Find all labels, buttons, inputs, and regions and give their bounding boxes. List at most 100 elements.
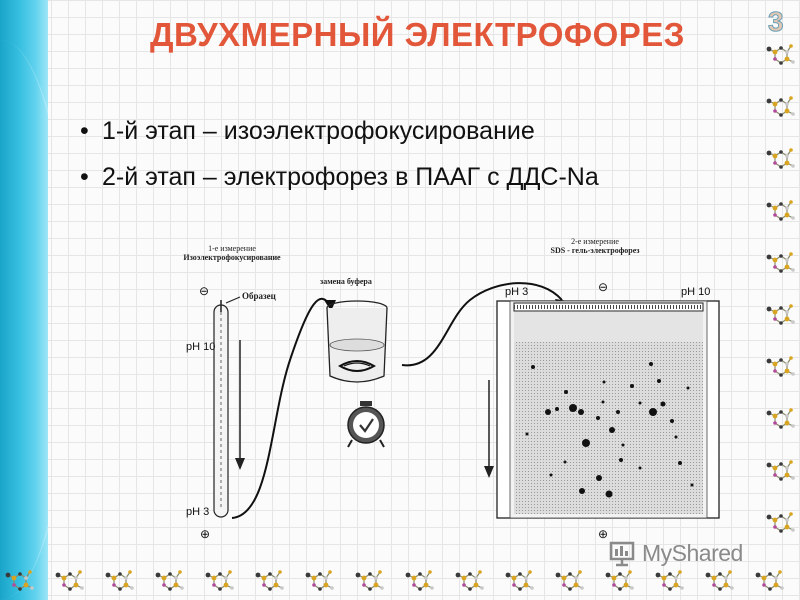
watermark-text: MyShared [642,539,743,566]
first-dimension-title: 1-е измерение [208,244,256,253]
bullet-dot: • [80,163,89,191]
molecule-icon [755,570,784,591]
protein-spot [596,416,600,420]
protein-spot [630,384,634,388]
first-dimension-subtitle: Изоэлектрофокусирование [183,253,281,262]
protein-spot [531,365,535,369]
left-decorative-band [0,0,48,600]
second-dimension-title: 2-е измерение [571,237,619,246]
down-arrow-left [235,340,245,470]
protein-spot [649,362,653,366]
protein-spot [619,458,623,462]
ph-10-label-left: pH 10 [186,341,216,353]
protein-spot [563,460,567,464]
protein-spots [525,362,694,498]
minus-electrode-right: ⊖ [598,280,609,294]
slide-number: 3 [768,6,785,38]
stopwatch-icon [347,401,385,448]
protein-spot [660,401,666,407]
bullet-text: 1-й этап – изоэлектрофокусирование [102,117,535,145]
protein-spot [686,386,690,390]
protein-spot [621,443,625,447]
protein-spot [670,419,674,423]
molecule-icon [766,460,795,481]
molecule-icon [655,570,684,591]
ph-10-label-right: pH 10 [681,286,711,298]
molecule-icon [405,570,434,591]
minus-electrode-left: ⊖ [199,284,210,298]
molecule-icon [766,44,795,65]
protein-spot [616,410,620,414]
molecule-icon [305,570,334,591]
protein-spot [564,390,568,394]
protein-spot [545,409,551,415]
protein-spot [638,401,642,405]
down-arrow-right [484,380,494,478]
protein-spot [649,408,657,416]
protein-spot [601,400,605,404]
sds-gel [496,300,720,519]
buffer-exchange-label: замена буфера [320,277,372,286]
protein-spot [555,407,559,411]
beaker-icon [326,300,388,383]
molecule-icon [205,570,234,591]
molecule-icons [5,570,784,591]
protein-spot [549,473,553,477]
bullet-item: • 2-й этап – электрофорез в ПААГ с ДДС-Na [80,154,599,200]
molecule-icon [766,96,795,117]
molecule-icon [705,570,734,591]
protein-spot [657,379,661,383]
protein-spot [638,466,642,470]
protein-spot [678,461,682,465]
bullet-dot: • [80,117,89,145]
molecule-decoration-right [766,44,795,533]
first-dimension-heading: 1-е измерение Изоэлектрофокусирование [170,244,294,262]
bullet-item: • 1-й этап – изоэлектрофокусирование [80,108,599,154]
bullet-text: 2-й этап – электрофорез в ПААГ с ДДС-Na [102,163,599,191]
plus-electrode-right: ⊕ [598,527,609,541]
slide-title: ДВУХМЕРНЫЙ ЭЛЕКТРОФОРЕЗ [150,16,685,53]
transfer-arrow-1 [231,297,331,519]
myshared-watermark: MyShared [606,535,766,571]
second-dimension-heading: 2-е измерение SDS - гель-электрофорез [530,237,660,255]
protein-spot [569,404,577,412]
molecule-icon [766,304,795,325]
molecule-icon [255,570,284,591]
protein-spot [579,488,585,494]
plus-electrode-left: ⊕ [200,527,211,541]
ph-3-label-right: pH 3 [505,286,529,298]
molecule-icon [605,570,634,591]
protein-spot [605,490,613,498]
molecule-icon [355,570,384,591]
molecule-icon [555,570,584,591]
protein-spot [690,483,694,487]
molecule-icon [766,512,795,533]
second-dimension-subtitle: SDS - гель-электрофорез [550,246,640,255]
protein-spot [582,439,590,447]
protein-spot [596,475,602,481]
protein-spot [525,432,529,436]
molecule-icon [155,570,184,591]
molecule-icon [455,570,484,591]
molecule-decoration-bottom [5,570,784,591]
presentation-icon [609,541,635,567]
protein-spot [602,380,606,384]
molecule-icon [55,570,84,591]
molecule-icon [766,200,795,221]
molecule-icon [5,570,34,591]
sample-pointer [225,296,241,304]
molecule-icon [766,252,795,273]
transfer-arrow-2 [401,282,563,367]
ph-3-label-left: pH 3 [186,506,210,518]
protein-spot [578,409,584,415]
sample-label: Образец [242,291,276,301]
protein-spot [609,427,615,433]
molecule-icon [766,148,795,169]
ief-tube [213,300,229,518]
molecule-icons [766,44,795,533]
protein-spot [674,435,678,439]
molecule-icon [505,570,534,591]
bullet-list: • 1-й этап – изоэлектрофокусирование • 2-й… [80,108,599,200]
molecule-icon [105,570,134,591]
